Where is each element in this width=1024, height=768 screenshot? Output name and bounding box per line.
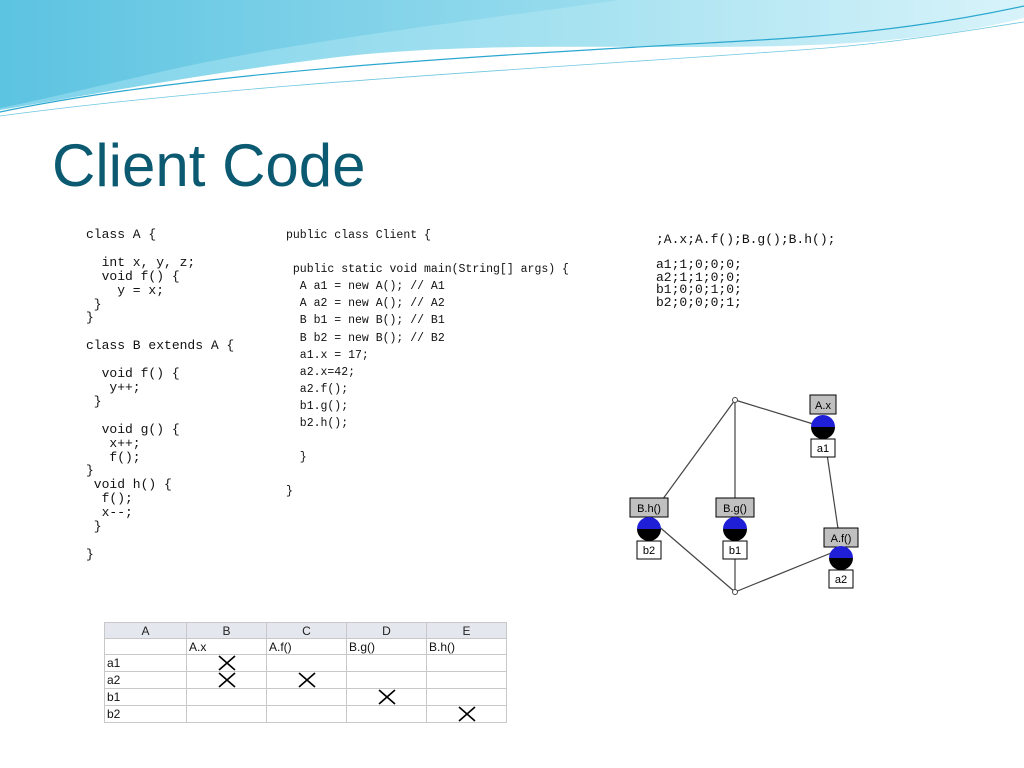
- column-header-b[interactable]: B: [186, 622, 267, 639]
- concept-object-label: a2: [835, 574, 847, 586]
- column-header-e[interactable]: E: [426, 622, 507, 639]
- column-letter-row: A B C D E: [104, 622, 507, 639]
- table-cell[interactable]: [186, 688, 267, 706]
- table-cell[interactable]: [346, 671, 427, 689]
- concept-attribute-label: A.f(): [831, 533, 852, 545]
- table-cell[interactable]: [346, 705, 427, 723]
- slide-title: Client Code: [52, 132, 366, 199]
- table-cell-attribute[interactable]: B.h(): [426, 638, 507, 655]
- column-header-d[interactable]: D: [346, 622, 427, 639]
- table-cell[interactable]: [346, 654, 427, 672]
- concept-node-bh: B.h() b2: [629, 497, 669, 560]
- context-csv-code: ;A.x;A.f();B.g();B.h(); a1;1;0;0;0; a2;1…: [652, 232, 908, 344]
- table-row: b2: [104, 705, 507, 723]
- header-wave-decoration: [0, 0, 1024, 117]
- table-cell[interactable]: [266, 705, 347, 723]
- concept-node-ax: A.x a1: [809, 394, 837, 458]
- lattice-edge: [648, 517, 736, 593]
- column-header-c[interactable]: C: [266, 622, 347, 639]
- lattice-edge: [734, 548, 842, 593]
- lattice-edge: [734, 399, 824, 428]
- concept-attribute-label: B.h(): [637, 503, 661, 515]
- table-cell[interactable]: [426, 705, 507, 723]
- cross-mark-icon: [457, 706, 477, 722]
- table-cell[interactable]: [426, 654, 507, 672]
- table-cell-attribute[interactable]: A.x: [186, 638, 267, 655]
- table-row-label[interactable]: a1: [104, 654, 187, 672]
- table-cell[interactable]: [266, 654, 347, 672]
- table-cell[interactable]: [186, 705, 267, 723]
- table-row-label[interactable]: b2: [104, 705, 187, 723]
- concept-node-bg: B.g() b1: [715, 497, 755, 560]
- table-cell[interactable]: [426, 671, 507, 689]
- cross-mark-icon: [377, 689, 397, 705]
- lattice-top-node: [732, 397, 738, 403]
- attribute-header-row: A.x A.f() B.g() B.h(): [104, 638, 507, 655]
- table-row: a1: [104, 654, 507, 672]
- table-cell[interactable]: [266, 688, 347, 706]
- table-row: a2: [104, 671, 507, 689]
- table-row: b1: [104, 688, 507, 706]
- cross-mark-icon: [217, 655, 237, 671]
- table-cell[interactable]: [426, 688, 507, 706]
- concept-object-label: a1: [817, 443, 829, 455]
- concept-attribute-label: B.g(): [723, 503, 747, 515]
- concept-attribute-label: A.x: [815, 400, 831, 412]
- cross-mark-icon: [217, 672, 237, 688]
- client-main-code: public class Client { public static void…: [280, 226, 585, 516]
- concept-node-af: A.f() a2: [823, 527, 859, 589]
- column-header-a[interactable]: A: [104, 622, 187, 639]
- table-cell[interactable]: [104, 638, 187, 655]
- concept-lattice-diagram: A.x a1 B.h() b2 B.g() b1 A.f() a2: [583, 352, 880, 606]
- table-row-label[interactable]: b1: [104, 688, 187, 706]
- table-cell-attribute[interactable]: B.g(): [346, 638, 427, 655]
- table-cell[interactable]: [346, 688, 427, 706]
- table-cell[interactable]: [186, 654, 267, 672]
- table-cell[interactable]: [266, 671, 347, 689]
- class-definitions-code: class A { int x, y, z; void f() { y = x;…: [80, 226, 276, 588]
- lattice-bottom-node: [732, 589, 738, 595]
- table-row-label[interactable]: a2: [104, 671, 187, 689]
- cross-mark-icon: [297, 672, 317, 688]
- concept-object-label: b2: [643, 545, 655, 557]
- table-cell[interactable]: [186, 671, 267, 689]
- concept-object-label: b1: [729, 545, 741, 557]
- table-cell-attribute[interactable]: A.f(): [266, 638, 347, 655]
